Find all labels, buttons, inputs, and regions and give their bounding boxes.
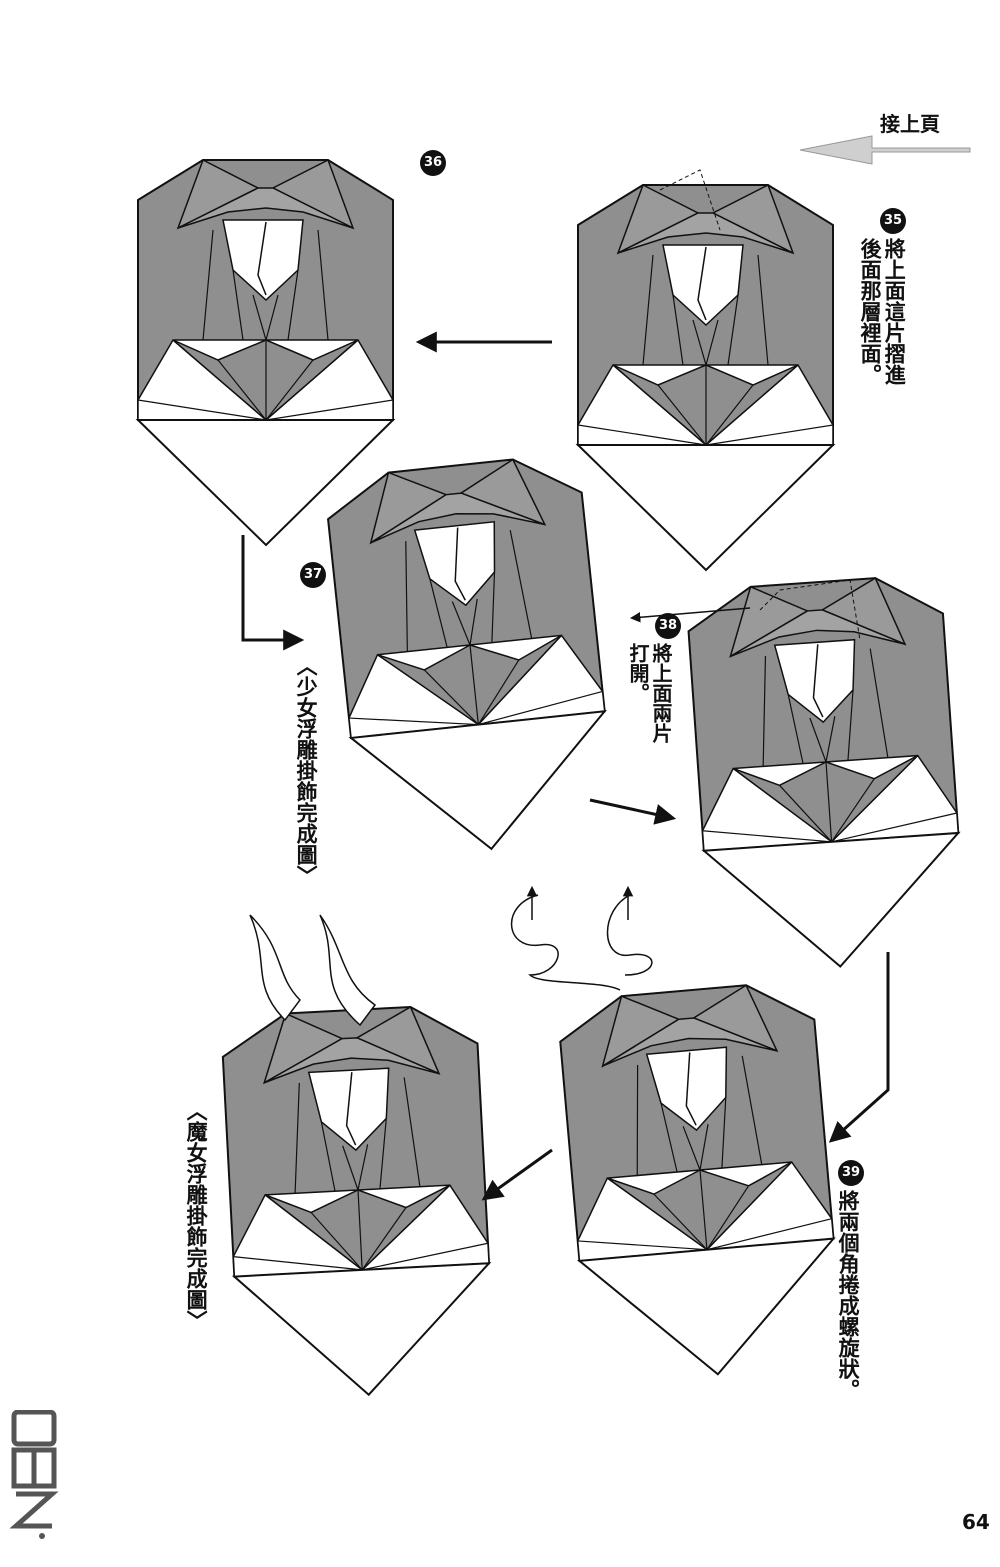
arrow-36-to-37-icon xyxy=(241,535,305,651)
girl-caption: 〈少女浮雕掛飾完成圖〉 xyxy=(294,655,319,886)
step35-model xyxy=(577,184,834,571)
step38-instruction: 將上面兩片打開。 xyxy=(626,643,673,743)
step38-model xyxy=(684,572,968,977)
witch-model xyxy=(219,1002,497,1403)
step39-instruction: 將兩個角捲成螺旋狀。 xyxy=(836,1190,861,1400)
step-number-36: 36 xyxy=(420,150,446,176)
arrow-39-to-witch-icon xyxy=(481,1148,553,1201)
arrow-38-to-39-icon xyxy=(828,952,890,1143)
step-number-37: 37 xyxy=(300,562,326,588)
step35-instruction: 將上面這片摺進後面那層裡面。 xyxy=(858,238,907,385)
step39-model xyxy=(555,978,846,1387)
arrow-37-to-38-icon xyxy=(589,798,677,825)
step-number-39: 39 xyxy=(838,1160,864,1186)
page-number: 64 xyxy=(962,1510,990,1534)
step38-fold-line xyxy=(759,579,861,641)
step-number-35: 35 xyxy=(880,208,906,234)
continue-arrow-icon xyxy=(799,135,971,165)
step36-model xyxy=(137,159,394,546)
step-number-38: 38 xyxy=(655,613,681,639)
curl-arrows xyxy=(510,894,653,991)
step35-fold-line xyxy=(659,169,721,231)
witch-left-horn xyxy=(249,914,301,1022)
continued-from-previous-label: 接上頁 xyxy=(880,112,940,136)
arrow-38-open-icon xyxy=(629,607,751,623)
witch-caption: 〈魔女浮雕掛飾完成圖〉 xyxy=(184,1100,209,1331)
watermark-logo xyxy=(9,1410,59,1539)
step37-model xyxy=(322,451,619,864)
witch-right-horn xyxy=(319,914,377,1027)
